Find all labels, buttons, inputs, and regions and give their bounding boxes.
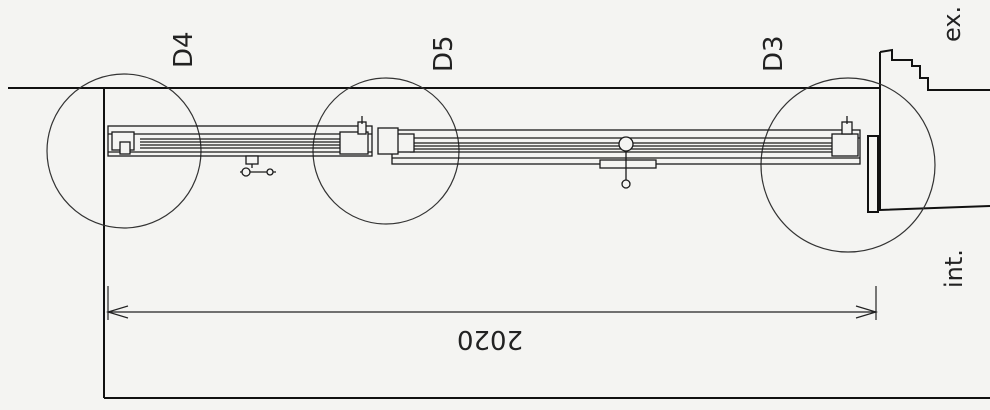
right-panel-handle <box>599 136 657 189</box>
left-panel-handle <box>240 155 276 177</box>
exterior-label: ex. <box>938 6 966 42</box>
detail-circle-d3 <box>760 77 936 253</box>
dimension-line <box>105 286 879 320</box>
detail-label-d5: D5 <box>429 35 459 72</box>
detail-label-d4: D4 <box>169 31 199 68</box>
dimension-value: 2020 <box>457 324 523 354</box>
right-jamb <box>867 48 990 213</box>
interior-label: int. <box>940 249 968 288</box>
detail-circle-d5 <box>312 77 460 225</box>
right-sliding-panel <box>377 116 861 165</box>
left-sliding-panel <box>107 116 373 157</box>
wall-outlines <box>8 87 990 399</box>
detail-circles <box>46 73 936 253</box>
detail-circle-d4 <box>46 73 202 229</box>
detail-label-d3: D3 <box>759 35 789 72</box>
